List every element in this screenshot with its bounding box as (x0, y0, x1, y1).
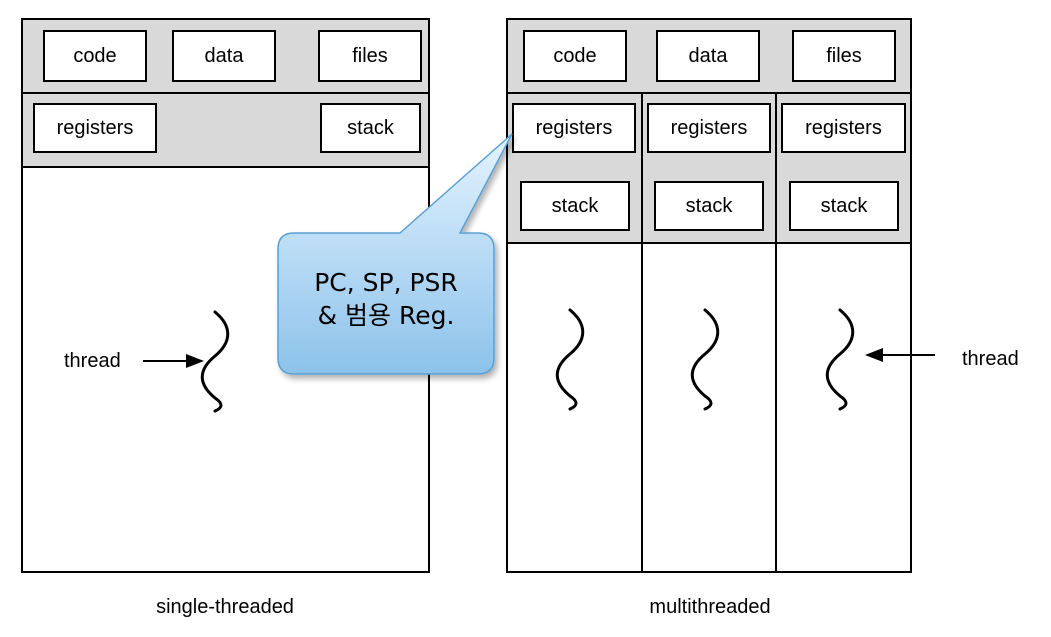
single-data-box: data (172, 30, 276, 82)
thread-column-divider (775, 92, 777, 573)
single-threaded-caption: single-threaded (156, 596, 294, 618)
single-thread-squiggle (200, 310, 230, 413)
registers-callout-bubble (277, 133, 513, 375)
single-thread-arrow (143, 354, 204, 368)
multi-files-box: files (792, 30, 896, 82)
single-stack-box: stack (320, 103, 421, 153)
multi-thread-arrow (865, 348, 935, 362)
multi-registers-box-1: registers (512, 103, 636, 153)
multithreaded-caption: multithreaded (649, 596, 771, 618)
thread-squiggle-1 (555, 308, 585, 411)
thread-squiggle-2 (690, 308, 720, 411)
thread-squiggle-3 (825, 308, 855, 411)
multi-stack-box-1: stack (520, 181, 630, 231)
multi-registers-box-3: registers (781, 103, 906, 153)
callout-line-2: & 범용 Reg. (317, 301, 455, 330)
multi-stack-box-2: stack (654, 181, 764, 231)
multi-data-box: data (656, 30, 760, 82)
single-code-box: code (43, 30, 147, 82)
multi-thread-label: thread (962, 348, 1019, 370)
single-thread-label: thread (64, 350, 121, 372)
multi-stack-box-3: stack (789, 181, 899, 231)
callout-text: PC, SP, PSR & 범용 Reg. (278, 266, 494, 332)
single-files-box: files (318, 30, 422, 82)
callout-line-1: PC, SP, PSR (314, 268, 458, 297)
thread-column-divider (641, 92, 643, 573)
multi-code-box: code (523, 30, 627, 82)
single-registers-box: registers (33, 103, 157, 153)
multi-registers-box-2: registers (647, 103, 771, 153)
